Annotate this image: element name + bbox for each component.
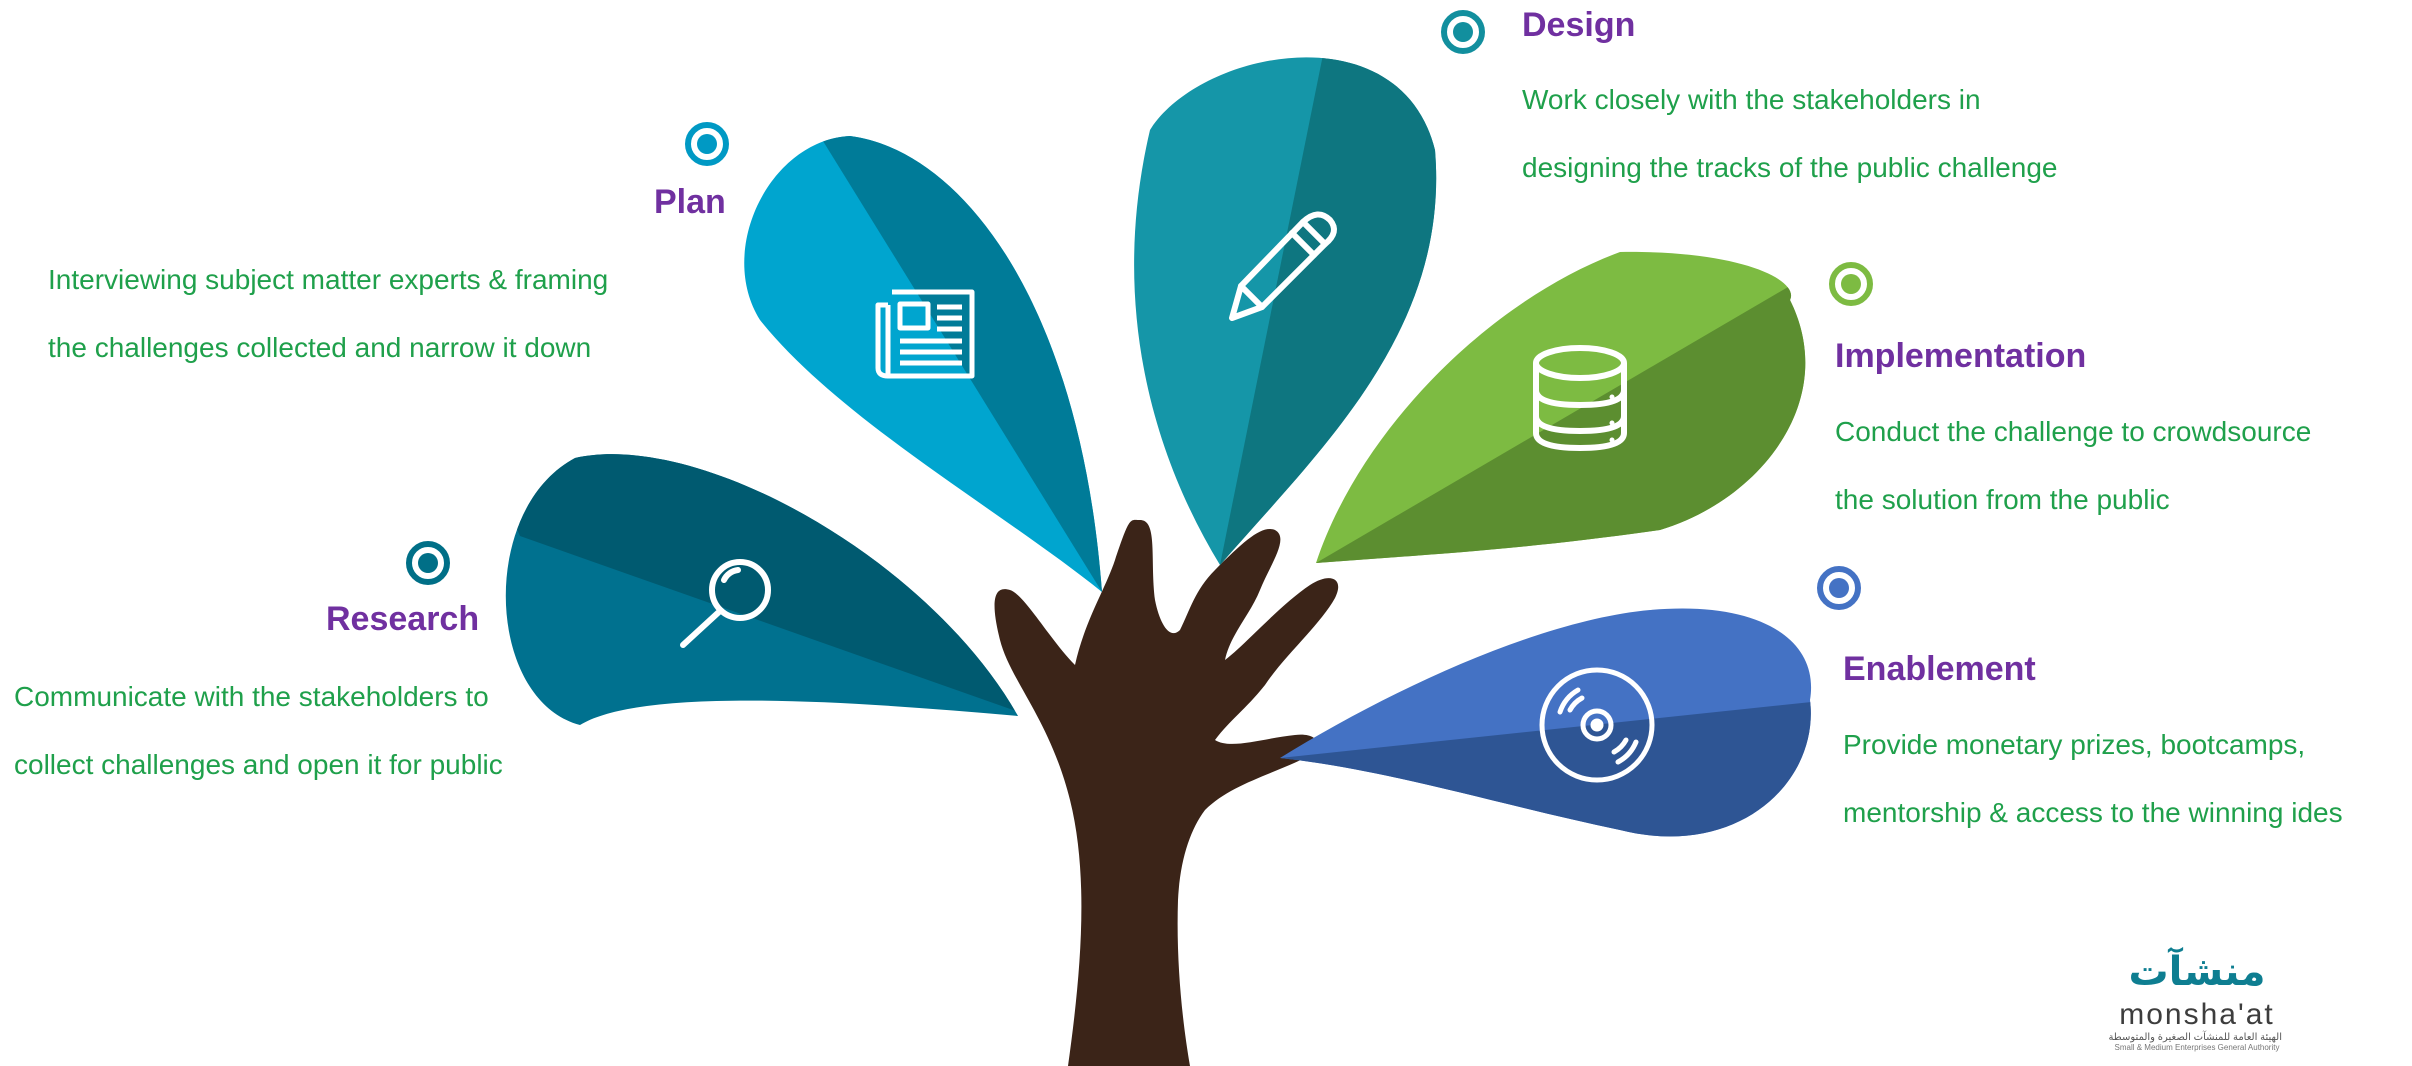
design-description-line: Work closely with the stakeholders in	[1522, 84, 1981, 115]
plan-title: Plan	[654, 183, 726, 221]
implementation-marker	[1829, 262, 1873, 306]
research-description-line: collect challenges and open it for publi…	[14, 749, 503, 780]
enablement-description: Provide monetary prizes, bootcamps, ment…	[1843, 711, 2343, 847]
implementation-description-line: the solution from the public	[1835, 484, 2170, 515]
magnifier-icon	[680, 559, 771, 648]
research-description-line: Communicate with the stakeholders to	[14, 681, 489, 712]
plan-description-line: Interviewing subject matter experts & fr…	[48, 264, 609, 295]
research-description: Communicate with the stakeholders to col…	[14, 663, 503, 799]
pencil-icon	[1229, 211, 1337, 321]
research-marker	[406, 541, 450, 585]
plan-marker	[685, 122, 729, 166]
monshaat-logo: منشآت monsha'at الهيئة العامة للمنشآت ال…	[2108, 944, 2282, 1054]
design-description: Work closely with the stakeholders in de…	[1522, 66, 2057, 202]
logo-tagline-arabic: الهيئة العامة للمنشآت الصغيرة والمتوسطة	[2108, 1032, 2282, 1043]
implementation-description-line: Conduct the challenge to crowdsource	[1835, 416, 2312, 447]
design-description-line: designing the tracks of the public chall…	[1522, 152, 2058, 183]
disc-icon	[1539, 667, 1655, 783]
enablement-description-line: mentorship & access to the winning ides	[1843, 797, 2343, 828]
plan-description-line: the challenges collected and narrow it d…	[48, 332, 592, 363]
logo-name: monsha'at	[2119, 998, 2275, 1031]
enablement-description-line: Provide monetary prizes, bootcamps,	[1843, 729, 2306, 760]
design-marker	[1441, 10, 1485, 54]
enablement-title: Enablement	[1843, 650, 2036, 688]
logo-arabic-wordmark: منشآت	[2128, 949, 2266, 995]
hand-trunk	[994, 519, 1339, 1066]
logo-tagline-english: Small & Medium Enterprises General Autho…	[2114, 1043, 2280, 1052]
research-title: Research	[326, 600, 480, 638]
implementation-description: Conduct the challenge to crowdsource the…	[1835, 398, 2311, 534]
database-icon	[1533, 345, 1627, 452]
enablement-petal	[1280, 608, 1812, 837]
design-title: Design	[1522, 6, 1636, 44]
implementation-title: Implementation	[1835, 337, 2087, 375]
plan-description: Interviewing subject matter experts & fr…	[48, 246, 608, 382]
enablement-marker	[1817, 566, 1861, 610]
newspaper-icon	[875, 289, 975, 379]
